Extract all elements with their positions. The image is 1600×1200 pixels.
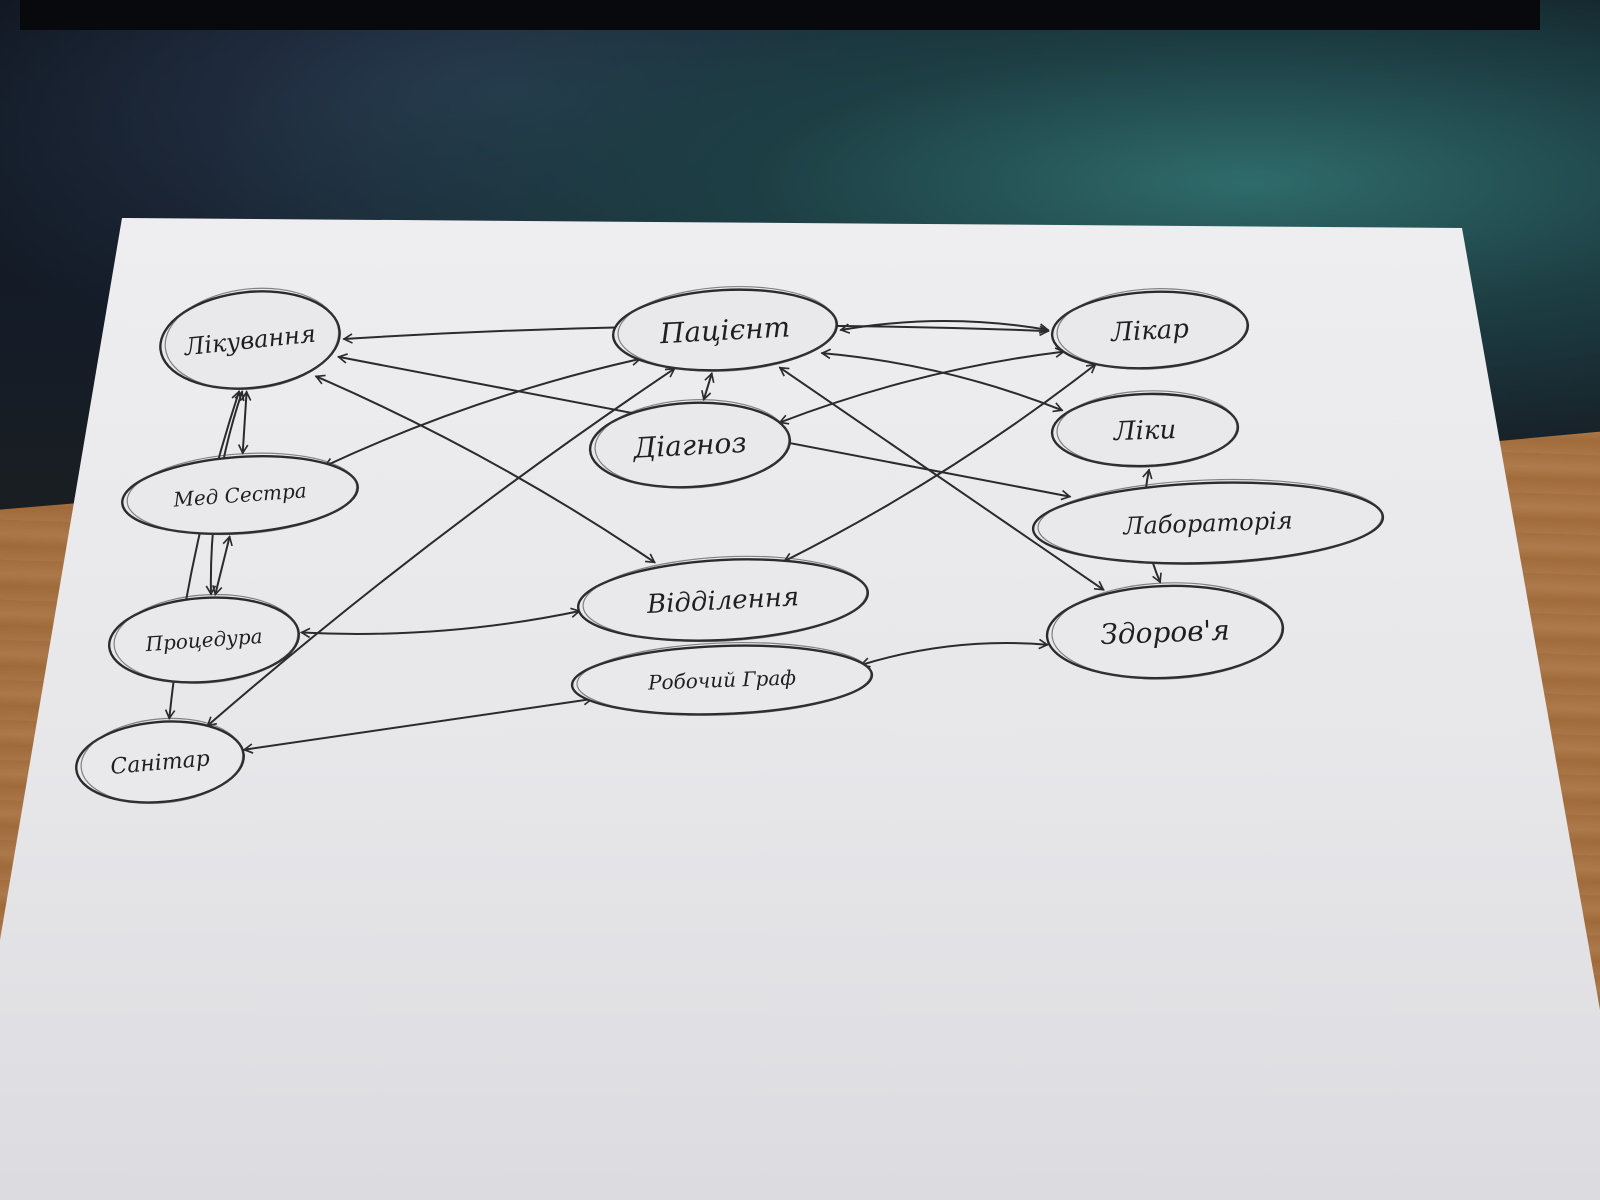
edge-sanitar-robochyi-hrafik: [242, 694, 594, 754]
node-ellipse: [1050, 290, 1250, 370]
node-ellipse-sketch: [80, 717, 244, 804]
node-likuvannia: Лікування: [159, 287, 341, 390]
node-ellipse: [159, 290, 341, 390]
node-ellipse: [1031, 481, 1385, 565]
node-liky: Ліки: [1050, 390, 1240, 468]
keyboard-edge: [20, 0, 1540, 30]
node-label: Лікар: [1108, 314, 1189, 348]
node-ellipse: [588, 401, 792, 489]
node-ellipse: [121, 455, 359, 535]
node-ellipse: [570, 644, 874, 716]
node-label: Робочий Граф: [647, 665, 797, 694]
node-ellipse-sketch: [1037, 478, 1383, 565]
node-ellipse-sketch: [582, 555, 868, 643]
node-ellipse: [1050, 392, 1240, 468]
node-ellipse-sketch: [164, 287, 340, 390]
node-ellipse-sketch: [617, 285, 837, 372]
node-protsedura: Процедура: [107, 593, 301, 684]
node-sanitar: Санітар: [75, 717, 245, 804]
node-label: Пацієнт: [658, 310, 791, 350]
node-ellipse-sketch: [1056, 390, 1238, 468]
node-ellipse: [107, 596, 301, 684]
node-diahnoz: Діагноз: [588, 399, 792, 489]
node-ellipse-sketch: [113, 593, 299, 684]
node-ellipse: [611, 288, 839, 372]
diagram-edges: [164, 320, 1162, 754]
node-ellipse: [576, 558, 870, 642]
node-ellipse-sketch: [126, 452, 358, 536]
node-viddilennia: Відділення: [576, 555, 870, 643]
edge-sanitar-patsiient: [206, 367, 676, 727]
node-ellipse-sketch: [594, 399, 790, 489]
node-ellipse: [1045, 584, 1285, 680]
node-label: Лабораторія: [1122, 506, 1293, 540]
node-medsestra: Мед Сестра: [121, 452, 359, 536]
node-label: Здоров'я: [1100, 614, 1230, 651]
node-label: Діагноз: [631, 426, 748, 465]
node-label: Ліки: [1111, 415, 1176, 447]
node-ellipse-sketch: [1056, 288, 1248, 370]
node-ellipse: [75, 720, 245, 804]
node-laboratoriia: Лабораторія: [1031, 478, 1385, 565]
edge-robochyi-hrafik-zdorovia: [859, 638, 1049, 668]
node-ellipse-sketch: [576, 641, 872, 716]
node-robochyi-hrafik: Робочий Граф: [570, 641, 874, 716]
edge-viddilennia-likar: [782, 363, 1097, 563]
node-zdorovia: Здоров'я: [1045, 582, 1285, 680]
node-patsiient: Пацієнт: [611, 285, 839, 372]
node-ellipse-sketch: [1051, 582, 1283, 680]
node-likar: Лікар: [1050, 288, 1250, 370]
